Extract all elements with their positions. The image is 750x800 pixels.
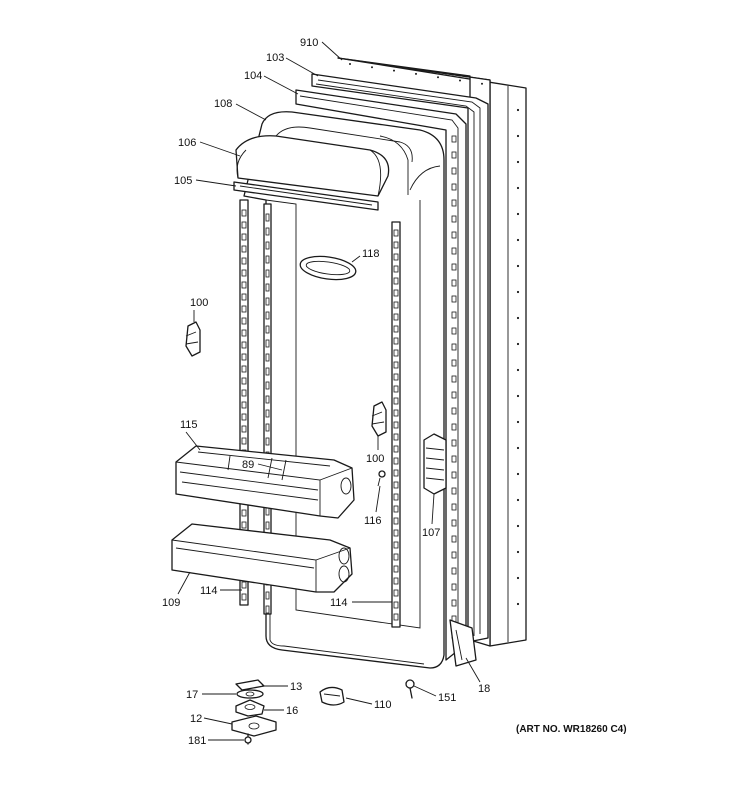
hinge-cover-110 [319, 686, 345, 706]
callout-105: 105 [174, 175, 192, 187]
hinge-shim-13 [235, 679, 265, 691]
callout-100-right: 100 [366, 453, 384, 465]
callout-16: 16 [286, 705, 298, 717]
callout-109: 109 [162, 597, 180, 609]
fastener-116 [377, 470, 386, 487]
screw-181 [244, 736, 252, 744]
bracket-107 [423, 433, 447, 495]
callout-89: 89 [242, 459, 254, 471]
handle-insert [299, 255, 357, 281]
strip-18 [449, 619, 477, 667]
callout-100-left: 100 [190, 297, 208, 309]
callout-114-right: 114 [330, 597, 348, 609]
callout-181: 181 [188, 735, 206, 747]
callout-103: 103 [266, 52, 284, 64]
callout-17: 17 [186, 689, 198, 701]
callout-107: 107 [422, 527, 440, 539]
callout-13: 13 [290, 681, 302, 693]
callout-110: 110 [374, 699, 392, 711]
callout-labels: 910 103 104 108 106 105 118 100 100 115 … [162, 37, 627, 747]
callout-910: 910 [300, 37, 318, 49]
shelf-clip-left [185, 321, 201, 357]
door-bin-115 [175, 445, 355, 519]
callout-115: 115 [180, 419, 198, 431]
top-shelf-cover [235, 126, 413, 197]
art-number: (ART NO. WR18260 C4) [516, 724, 627, 735]
callout-118: 118 [362, 248, 380, 260]
callout-108: 108 [214, 98, 232, 110]
callout-116: 116 [364, 515, 382, 527]
door-gasket [311, 73, 489, 643]
screw-151 [405, 679, 415, 699]
callout-12: 12 [190, 713, 202, 725]
callout-114-left: 114 [200, 585, 218, 597]
callout-106: 106 [178, 137, 196, 149]
hinge-assembly [231, 679, 277, 745]
shelf-clip-right [371, 401, 387, 437]
leader-lines [177, 41, 481, 741]
callout-18: 18 [478, 683, 490, 695]
callout-151: 151 [438, 692, 456, 704]
top-trim [233, 181, 379, 211]
callout-104: 104 [244, 70, 262, 82]
door-bin-109 [171, 523, 353, 593]
